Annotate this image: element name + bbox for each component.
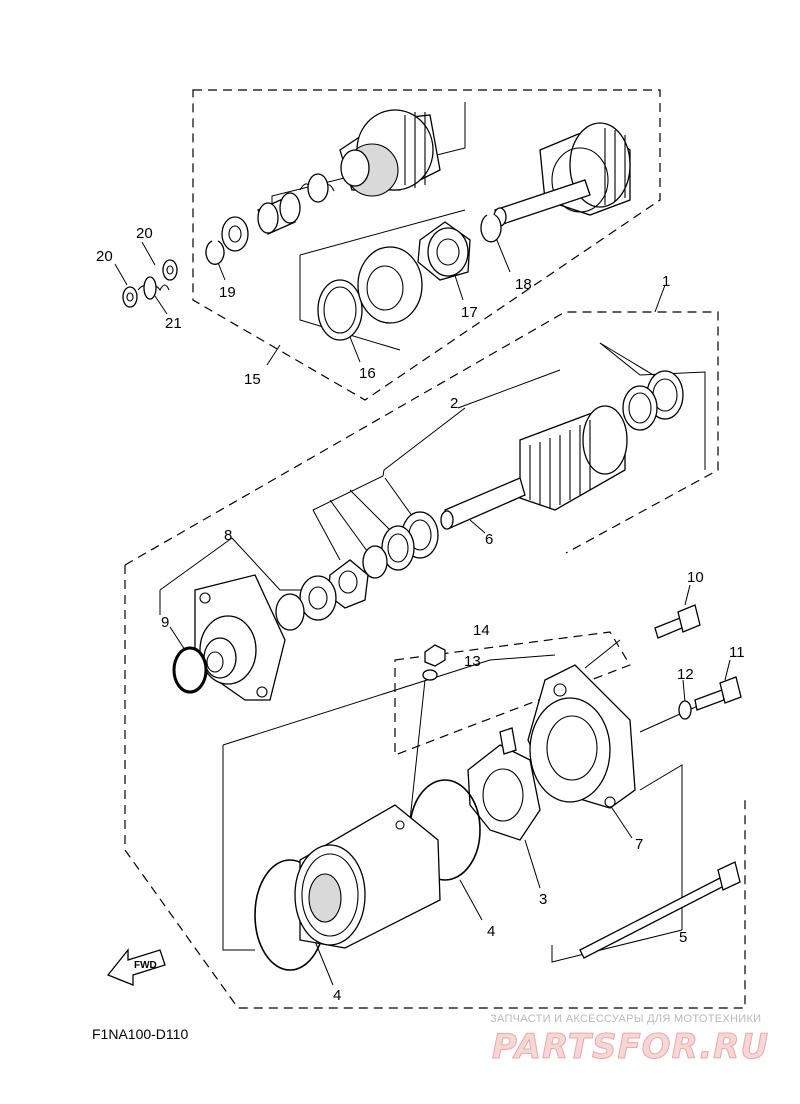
washers-armature-front <box>327 511 439 609</box>
callout-11: 11 <box>729 644 745 661</box>
callout-20-lower: 20 <box>96 248 113 265</box>
callout-12: 12 <box>677 666 694 683</box>
callout-2: 2 <box>450 395 458 412</box>
group-1-outline-lower <box>124 800 746 1009</box>
nut-14 <box>424 644 446 667</box>
armature-2 <box>440 405 628 530</box>
yoke <box>294 804 441 949</box>
callout-labels: 1 2 3 4 4 5 6 7 8 9 10 11 12 13 14 15 16… <box>96 225 745 1004</box>
callout-17: 17 <box>461 304 478 321</box>
callout-21: 21 <box>165 315 182 332</box>
callout-18: 18 <box>515 276 532 293</box>
callout-4-front: 4 <box>333 987 341 1004</box>
group-1-outline <box>124 311 719 850</box>
fwd-arrow-icon: FWD <box>106 948 166 986</box>
washer-13 <box>422 669 438 681</box>
fwd-label: FWD <box>134 960 157 971</box>
diagram-code: F1NA100-D110 <box>92 1026 188 1042</box>
plate-17 <box>417 221 471 281</box>
callout-3: 3 <box>539 891 547 908</box>
group-13-14-outline <box>394 631 631 756</box>
through-bolt-5 <box>579 861 741 959</box>
watermark-tagline: ЗАПЧАСТИ И АКСЕССУАРЫ ДЛЯ МОТОТЕХНИКИ <box>490 1013 761 1025</box>
planet-carrier-shaft <box>493 122 631 227</box>
callout-14: 14 <box>473 622 490 639</box>
bearing-16 <box>317 246 423 341</box>
callout-15: 15 <box>244 371 261 388</box>
callout-6: 6 <box>485 531 493 548</box>
callout-4-rear: 4 <box>487 923 495 940</box>
callout-19: 19 <box>219 284 236 301</box>
watermark-brand: PARTSFOR.RU <box>492 1027 769 1067</box>
circlip-19 <box>205 173 335 265</box>
washers-armature-end <box>622 370 684 431</box>
callout-9: 9 <box>161 614 169 631</box>
bolt-11 <box>694 676 742 711</box>
callout-5: 5 <box>679 929 687 946</box>
callout-1: 1 <box>662 273 670 290</box>
pinion-clutch-assembly <box>339 109 441 197</box>
circlip-18 <box>480 214 502 243</box>
spring-21 <box>122 259 178 308</box>
brush-holder-3 <box>467 727 541 841</box>
callout-16: 16 <box>359 365 376 382</box>
callout-20-upper: 20 <box>136 225 153 242</box>
leader-lines <box>114 102 731 986</box>
group-15-outline <box>192 89 661 401</box>
callout-10: 10 <box>687 569 704 586</box>
callout-7: 7 <box>635 836 643 853</box>
callout-13: 13 <box>464 653 481 670</box>
o-ring-9 <box>172 646 208 694</box>
bolt-10 <box>654 604 701 639</box>
front-cover-8 <box>194 574 337 701</box>
callout-8: 8 <box>224 527 232 544</box>
washer-12 <box>678 700 692 720</box>
rear-cover-7 <box>527 664 636 809</box>
